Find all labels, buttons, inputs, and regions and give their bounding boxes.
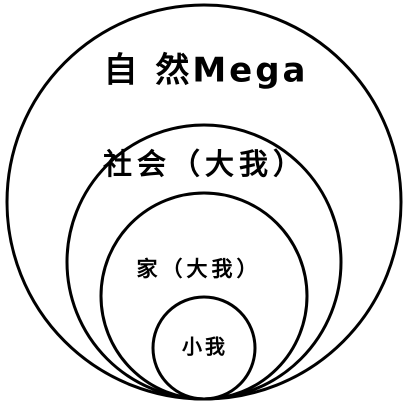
label-nature: 自 然Mega [103,51,308,91]
label-self: 小我 [182,335,228,359]
ring-self [151,295,257,401]
label-society: 社会（大我） [103,147,307,181]
label-family: 家（大我） [137,257,262,281]
